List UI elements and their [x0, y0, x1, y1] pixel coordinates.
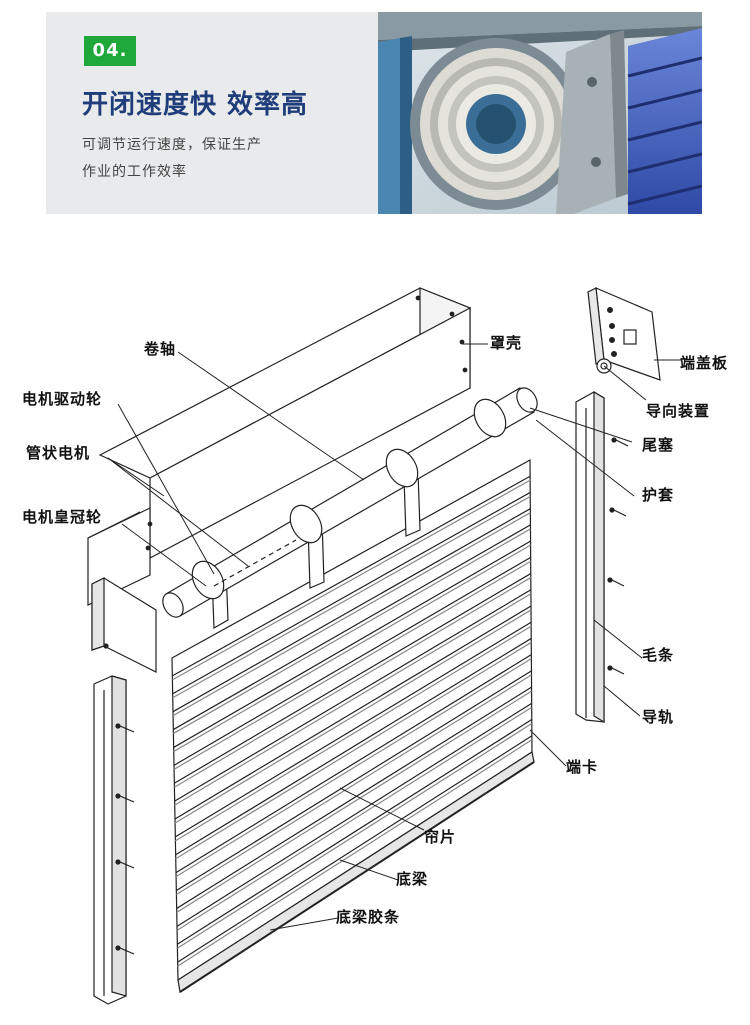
curtain-slat-joint: [175, 621, 532, 838]
curtain-slat-joint: [173, 556, 531, 766]
curtain-slat-lines: [172, 475, 533, 967]
label-tail-plug: 尾塞: [642, 436, 675, 454]
curtain-slat-joint: [173, 524, 531, 731]
curtain-slat-joint-shadow: [173, 528, 531, 735]
label-sleeve: 护套: [642, 486, 675, 504]
label-end-clip: 端卡: [566, 758, 599, 776]
curtain-slat-joint: [176, 686, 532, 909]
label-motor-drive-wheel: 电机驱动轮: [22, 390, 103, 408]
curtain-slat-joint-shadow: [174, 577, 532, 788]
door-curtain: [171, 458, 535, 994]
curtain-slat-joint-shadow: [175, 625, 532, 842]
step-badge: 04.: [84, 36, 136, 66]
exploded-diagram-drawing: [87, 287, 682, 1005]
curtain-slat-joint-shadow: [172, 479, 531, 681]
curtain-slat-joint-shadow: [175, 658, 532, 878]
end-cap-plate: [587, 287, 661, 381]
curtain-slat-joint: [176, 702, 532, 927]
curtain-slat-joint: [175, 654, 532, 874]
curtain-slat-joint: [172, 491, 531, 695]
curtain-slat-joint: [177, 735, 533, 963]
curtain-slat-joint: [174, 589, 532, 802]
curtain-slat-joint-shadow: [172, 495, 531, 699]
curtain-slat-joint-shadow: [175, 641, 532, 860]
feature-headline: 开闭速度快 效率高: [82, 90, 309, 120]
curtain-slat-joint: [174, 605, 532, 820]
curtain-slat-joint: [172, 475, 531, 677]
curtain-slat-joint: [175, 637, 532, 856]
label-bottom-beam: 底梁: [396, 870, 429, 888]
curtain-slat-joint-shadow: [173, 560, 531, 770]
label-cover-box: 罩壳: [490, 334, 523, 352]
label-brush-strip: 毛条: [642, 646, 675, 664]
label-roller-shaft: 卷轴: [144, 340, 177, 358]
label-guide-device: 导向装置: [646, 402, 711, 420]
roller-door-exploded-diagram: 卷轴 电机驱动轮 管状电机 电机皇冠轮 罩壳 端盖板 导向装置 尾塞 护套 毛条…: [0, 240, 750, 1021]
feature-banner: 04. 开闭速度快 效率高 可调节运行速度，保证生产 作业的工作效率: [46, 12, 702, 214]
curtain-slat-joint: [172, 508, 531, 713]
curtain-slat-joint: [176, 670, 532, 892]
curtain-slat-joint-shadow: [177, 739, 533, 967]
right-guide-rail: [575, 390, 629, 724]
curtain-slat-joint-shadow: [176, 706, 532, 931]
curtain-slat-joint-shadow: [174, 609, 532, 824]
label-curtain-slat: 帘片: [424, 828, 457, 846]
curtain-slat-joint-shadow: [176, 690, 532, 913]
label-guide-rail: 导轨: [642, 708, 675, 726]
label-end-cap-plate: 端盖板: [680, 354, 729, 372]
left-end-cover: [91, 577, 157, 673]
label-tubular-motor: 管状电机: [26, 444, 91, 462]
curtain-slat-joint-shadow: [174, 593, 532, 806]
feature-desc-line1: 可调节运行速度，保证生产: [82, 137, 262, 153]
roller-shaft: [162, 387, 538, 618]
feature-desc-line2: 作业的工作效率: [82, 164, 187, 180]
cover-box: [87, 287, 472, 606]
leader-lines: [107, 343, 682, 931]
curtain-slat-joint-shadow: [173, 544, 531, 752]
curtain-slat-joint: [174, 573, 532, 784]
curtain-slat-joint-shadow: [177, 723, 533, 949]
left-guide-rail: [93, 675, 135, 1005]
label-bottom-beam-rubber: 底梁胶条: [336, 908, 401, 926]
roller-door-photo: [378, 12, 702, 214]
curtain-slat-joint-shadow: [176, 674, 532, 896]
label-motor-crown-wheel: 电机皇冠轮: [22, 508, 103, 526]
curtain-slat-joint-shadow: [172, 512, 531, 717]
curtain-slat-joint: [177, 719, 533, 945]
curtain-slat-joint: [173, 540, 531, 748]
